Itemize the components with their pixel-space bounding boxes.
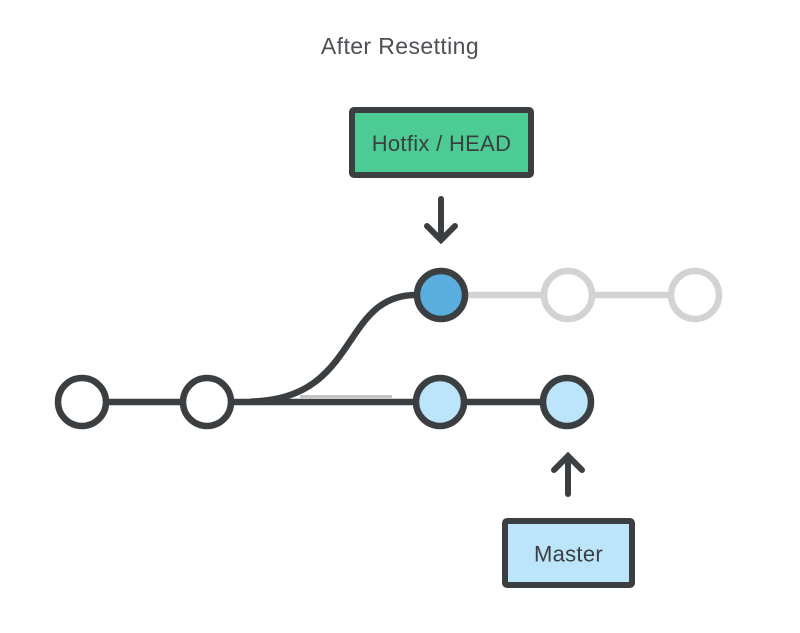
commit-orphaned-2	[667, 267, 723, 323]
commit-hotfix-head	[413, 267, 469, 323]
commit-orphaned-1	[540, 267, 596, 323]
up-arrow-icon	[551, 451, 585, 497]
hotfix-head-pointer: Hotfix / HEAD	[349, 107, 534, 178]
commit-master-head	[539, 374, 595, 430]
diagram-title: After Resetting	[321, 33, 479, 59]
commit-master-1	[412, 374, 468, 430]
commit-base-1	[54, 374, 110, 430]
master-pointer: Master	[502, 518, 635, 588]
down-arrow-head	[424, 223, 458, 245]
up-arrow-head	[551, 451, 585, 473]
hotfix-head-label: Hotfix / HEAD	[372, 131, 512, 156]
hotfix-head-box	[349, 107, 534, 178]
hotfix-branch-curve	[248, 291, 420, 405]
master-label: Master	[534, 542, 603, 567]
down-arrow-icon	[424, 196, 458, 245]
commit-base-2	[179, 374, 235, 430]
master-box	[502, 518, 635, 588]
